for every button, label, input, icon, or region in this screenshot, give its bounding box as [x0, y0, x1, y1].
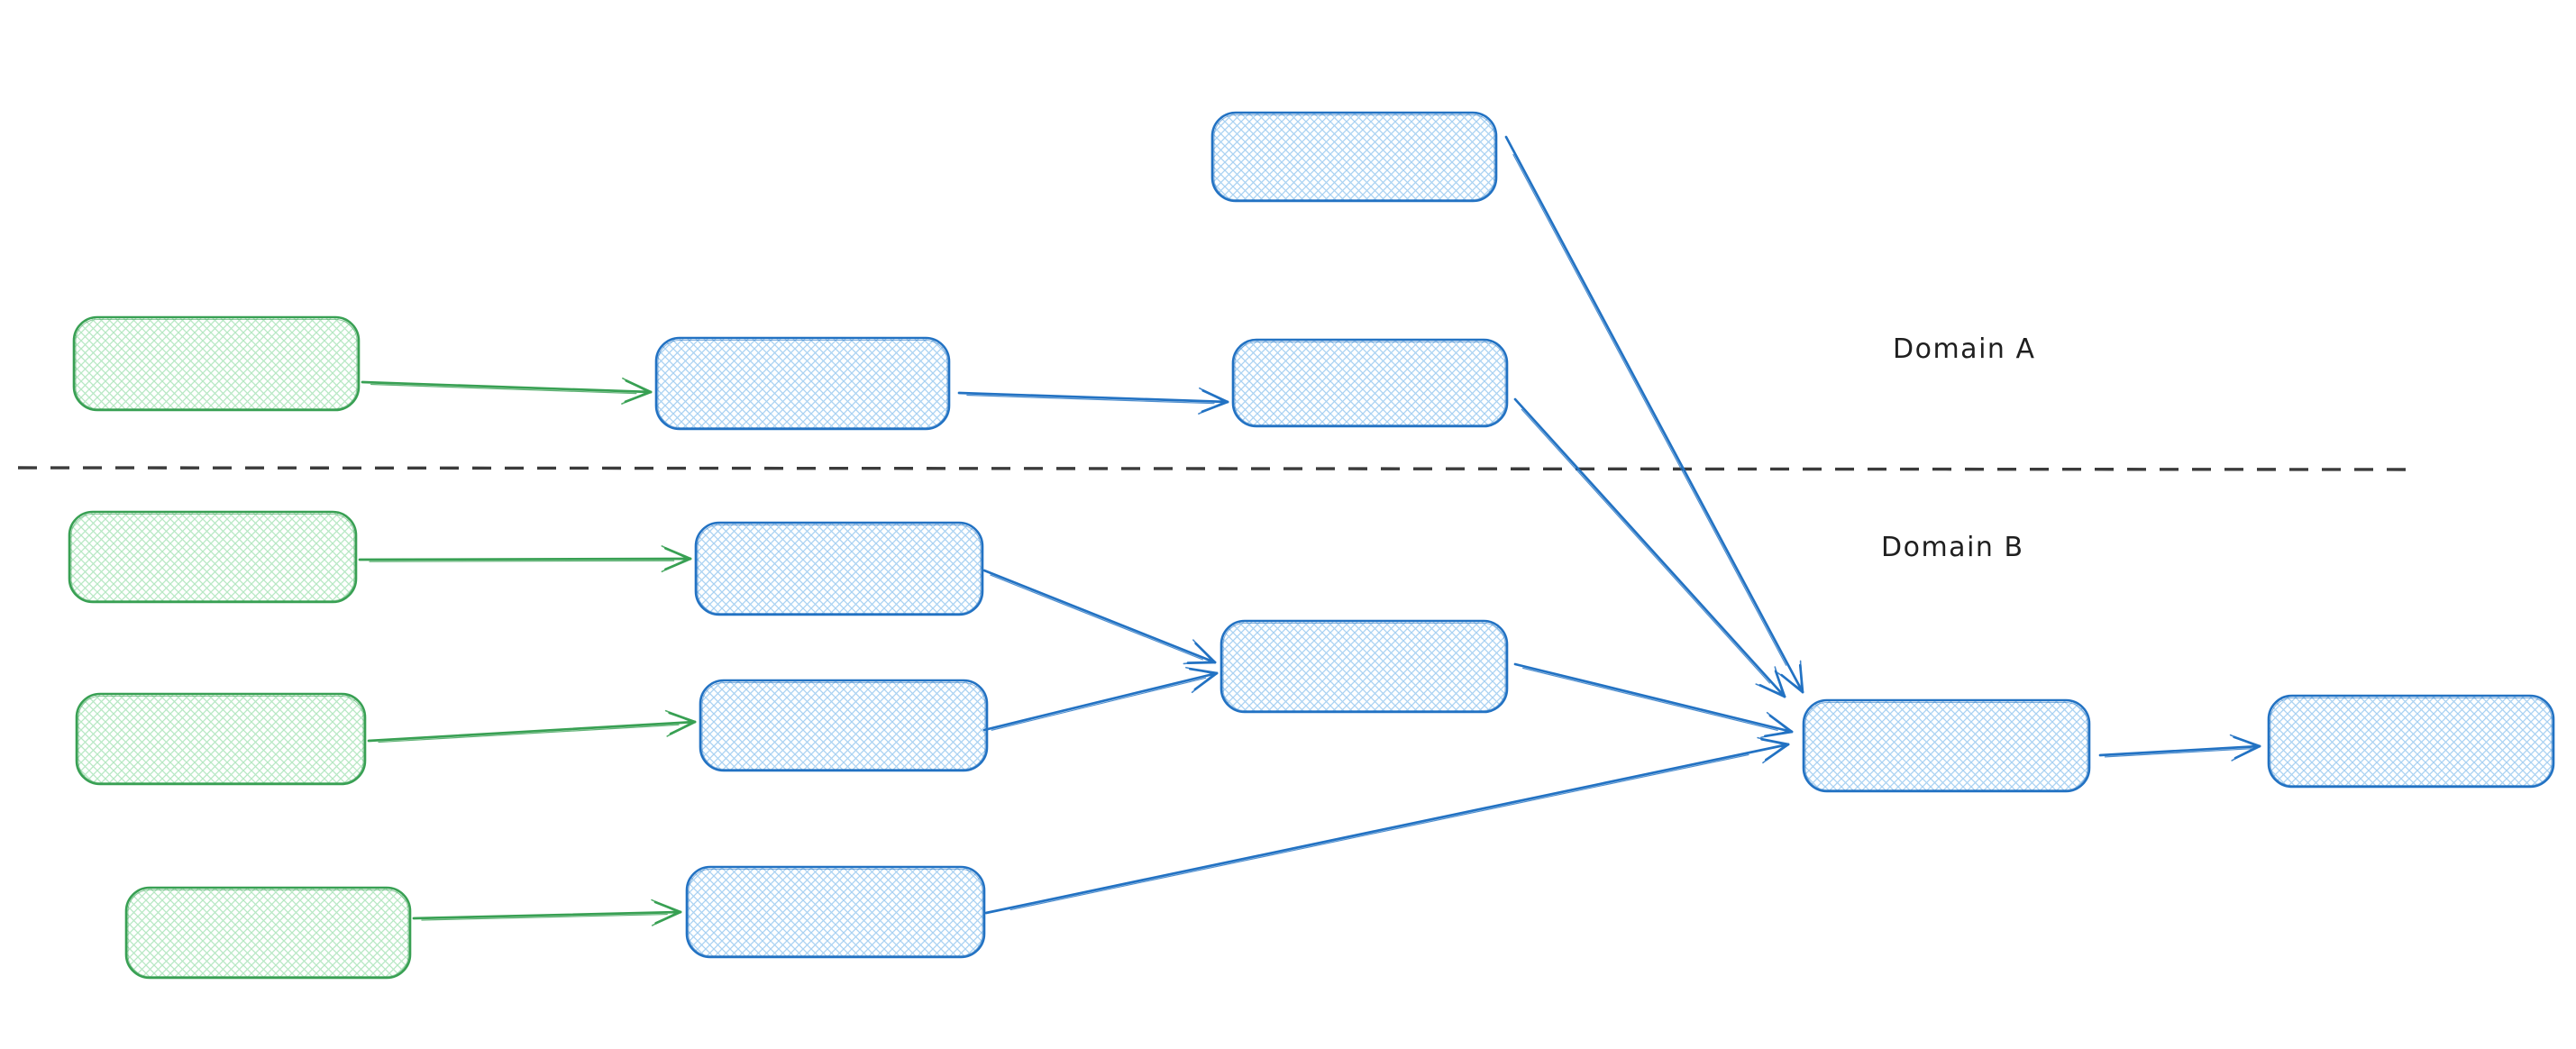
hub-box-shape[interactable] — [1802, 698, 2091, 793]
blue-b2-to-mid-arrow[interactable] — [982, 666, 1219, 732]
green-b2-to-blue-b2-arrow[interactable] — [367, 709, 697, 743]
green-b2-box-shape[interactable] — [75, 692, 367, 786]
green-b1-box-shape[interactable] — [68, 510, 358, 604]
blue-b1-box-shape[interactable] — [694, 521, 984, 616]
far-right-box-shape[interactable] — [2267, 694, 2555, 789]
blue-a1-box-sketch-outline — [657, 340, 948, 428]
blue-b3-to-hub-arrow[interactable] — [984, 736, 1790, 915]
blue-b-mid-box-shape[interactable] — [1219, 619, 1509, 714]
green-a-box[interactable] — [72, 315, 361, 412]
mid-to-hub-arrow[interactable] — [1513, 662, 1794, 739]
blue-b-mid-box[interactable] — [1219, 619, 1509, 714]
green-b1-box-sketch-outline — [70, 514, 355, 601]
green-b3-to-blue-b3-arrow[interactable] — [412, 898, 682, 926]
blue-a2-box[interactable] — [1231, 338, 1509, 428]
blue-a2-box-sketch-outline — [1234, 342, 1506, 425]
blue-b1-box[interactable] — [694, 521, 984, 616]
blue-a2-to-hub-arrow[interactable] — [1513, 397, 1786, 698]
hub-box[interactable] — [1802, 698, 2091, 793]
green-b1-to-blue-b1-arrow[interactable] — [358, 545, 692, 573]
top-blue-box-shape[interactable] — [1210, 111, 1498, 203]
top-blue-to-hub-arrow[interactable] — [1504, 135, 1804, 694]
blue-b3-box-sketch-outline — [688, 869, 983, 956]
blue-b3-box-shape[interactable] — [685, 865, 986, 959]
top-blue-box-sketch-outline — [1213, 114, 1495, 200]
green-b3-box-shape[interactable] — [124, 886, 412, 980]
domain-divider-line[interactable] — [17, 466, 2416, 471]
domain-a-label[interactable]: Domain A — [1893, 333, 2036, 365]
green-a-box-shape[interactable] — [72, 315, 361, 412]
green-b2-box-sketch-outline — [78, 696, 364, 783]
blue-a2-box-shape[interactable] — [1231, 338, 1509, 428]
green-b3-box[interactable] — [124, 886, 412, 980]
blue-b2-box[interactable] — [699, 679, 989, 772]
blue-b-mid-box-sketch-outline — [1222, 623, 1506, 711]
blue-b2-box-shape[interactable] — [699, 679, 989, 772]
blue-a1-box-shape[interactable] — [654, 336, 951, 431]
hub-box-sketch-outline — [1804, 702, 2088, 790]
green-a-to-blue-a1-arrow[interactable] — [361, 377, 653, 405]
blue-b1-to-mid-arrow[interactable] — [982, 569, 1217, 665]
green-a-box-sketch-outline — [75, 319, 358, 409]
blue-a1-box[interactable] — [654, 336, 951, 431]
green-b3-box-sketch-outline — [127, 889, 409, 977]
green-b1-box[interactable] — [68, 510, 358, 604]
blue-b2-box-sketch-outline — [701, 682, 986, 770]
far-right-box-sketch-outline — [2270, 698, 2553, 786]
domain-b-label[interactable]: Domain B — [1881, 532, 2024, 563]
hub-to-far-right-arrow[interactable] — [2098, 734, 2261, 762]
top-blue-box[interactable] — [1210, 111, 1498, 203]
green-b2-box[interactable] — [75, 692, 367, 786]
far-right-box[interactable] — [2267, 694, 2555, 789]
blue-a1-to-blue-a2-arrow[interactable] — [957, 387, 1229, 415]
blue-b3-box[interactable] — [685, 865, 986, 959]
blue-b1-box-sketch-outline — [697, 524, 982, 614]
